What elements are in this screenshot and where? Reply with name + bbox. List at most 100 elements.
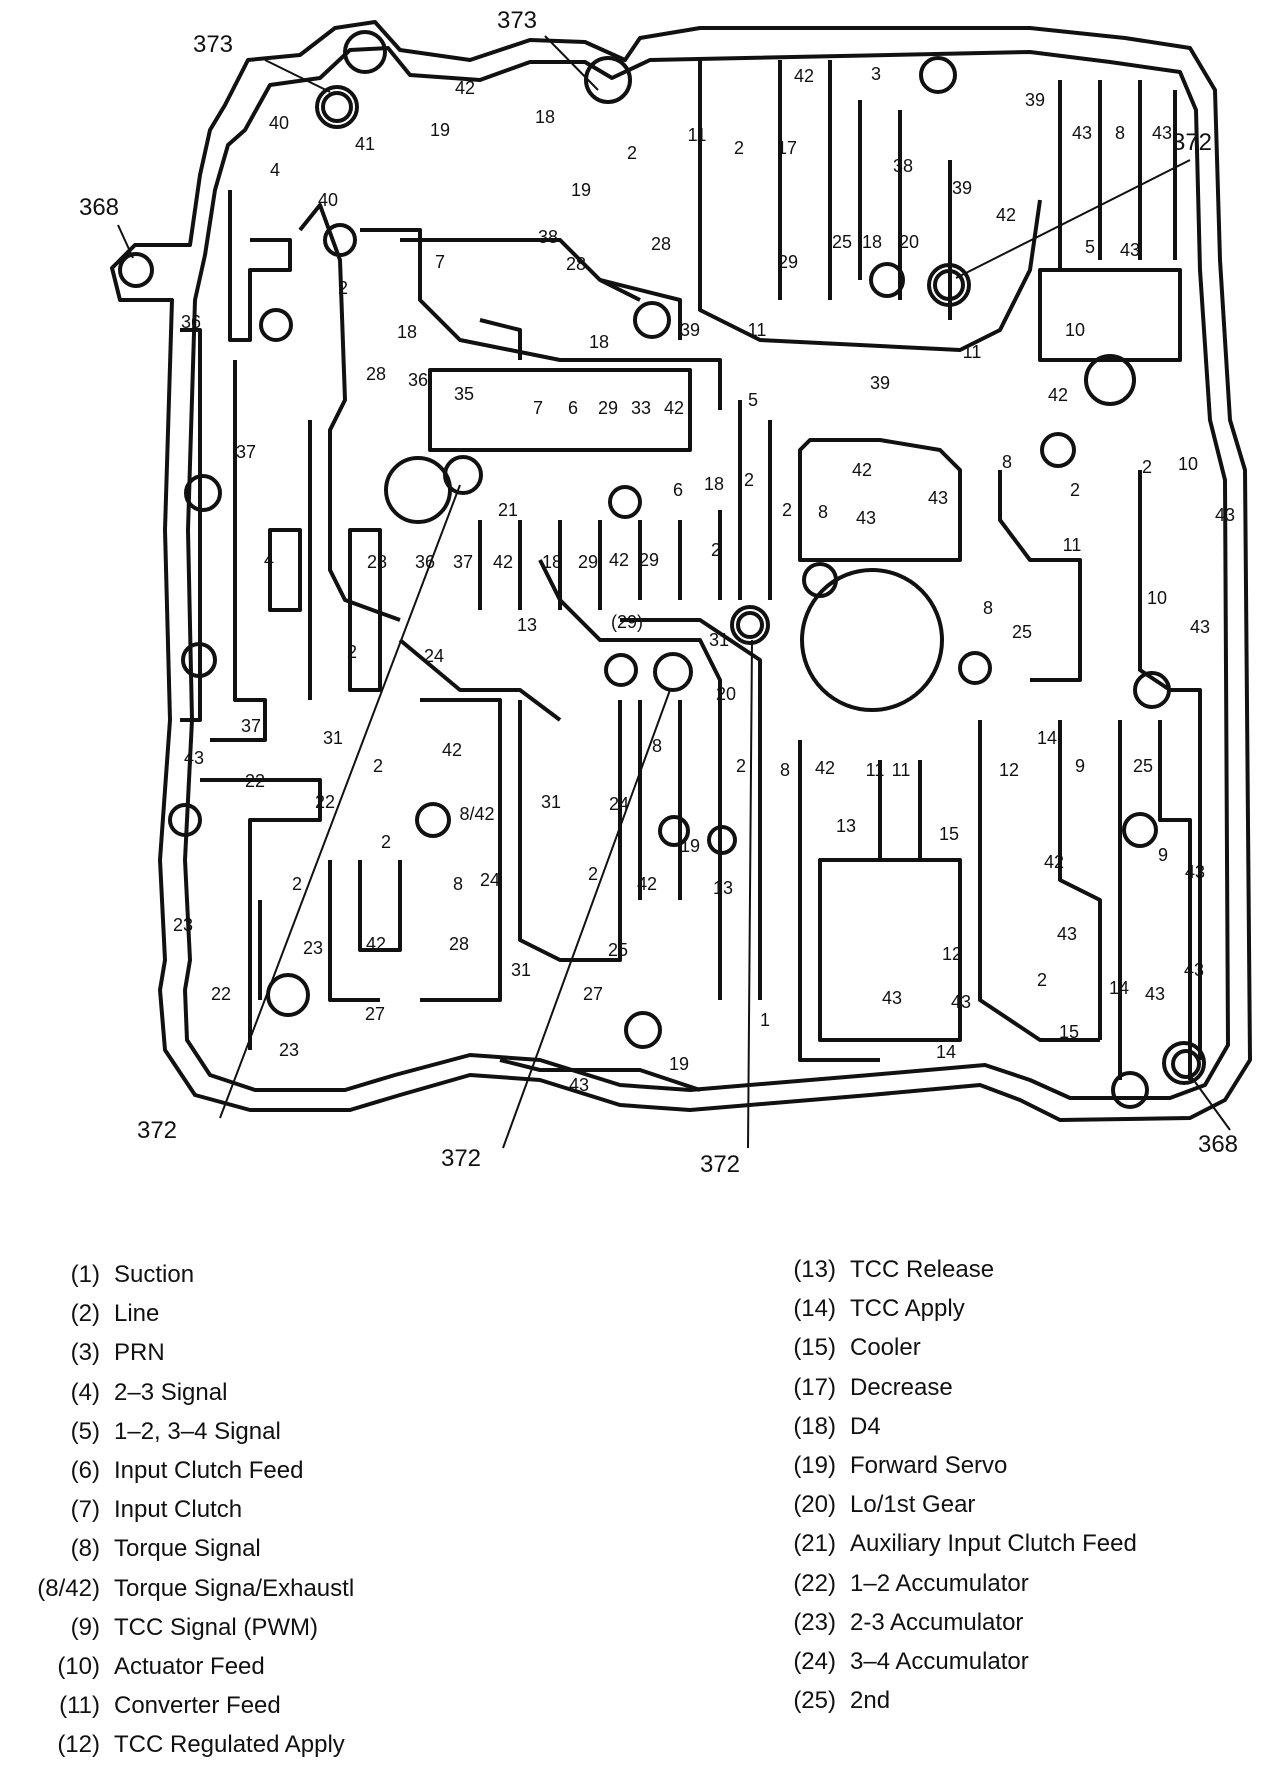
legend-code: (22) bbox=[793, 1569, 836, 1597]
legend-code: (12) bbox=[57, 1731, 100, 1759]
passage-label: 43 bbox=[1185, 862, 1205, 882]
legend-label: Converter Feed bbox=[114, 1692, 281, 1720]
passage-label: 38 bbox=[538, 227, 558, 247]
passage-label: 8/42 bbox=[459, 804, 494, 824]
legend-code: (14) bbox=[793, 1295, 836, 1323]
legend-code: (11) bbox=[59, 1692, 100, 1720]
legend-code: (4) bbox=[70, 1378, 100, 1406]
legend-label: Torque Signa/Exhaustl bbox=[114, 1574, 355, 1602]
bolt-hole bbox=[118, 252, 154, 288]
check-ball-373-inner bbox=[321, 91, 353, 123]
passage-label: 28 bbox=[651, 234, 671, 254]
legend-item: (1)Suction bbox=[0, 1255, 354, 1294]
passage-label: 2 bbox=[711, 540, 721, 560]
passage-label: 13 bbox=[713, 878, 733, 898]
callout-372: 372 bbox=[1172, 129, 1212, 156]
passage-label: 23 bbox=[279, 1040, 299, 1060]
bolt-hole bbox=[958, 651, 992, 685]
bolt-hole bbox=[168, 803, 202, 837]
legend-code: (5) bbox=[70, 1417, 100, 1445]
legend-label: D4 bbox=[850, 1412, 881, 1440]
callout-372: 372 bbox=[441, 1145, 481, 1172]
passage-label: 11 bbox=[688, 125, 707, 145]
check-ball-372 bbox=[653, 652, 693, 692]
passage-label: 41 bbox=[355, 134, 375, 154]
bolt-hole bbox=[584, 56, 632, 104]
passage-label: 4 bbox=[270, 160, 280, 180]
passage-label: (29) bbox=[611, 612, 643, 632]
legend-item: (14)TCC Apply bbox=[760, 1289, 1137, 1328]
legend-label: TCC Regulated Apply bbox=[114, 1731, 345, 1759]
passage-label: 20 bbox=[716, 684, 736, 704]
bolt-hole bbox=[1133, 671, 1171, 709]
passage-label: 42 bbox=[794, 66, 814, 86]
legend-label: 2nd bbox=[850, 1687, 891, 1715]
passage-label: 19 bbox=[430, 120, 450, 140]
passage-label: 25 bbox=[832, 232, 852, 252]
bolt-hole bbox=[869, 262, 905, 298]
passage-label: 2 bbox=[588, 864, 598, 884]
callout-373: 373 bbox=[193, 31, 233, 58]
passage-label: 10 bbox=[1065, 320, 1085, 340]
passage-label: 43 bbox=[1184, 960, 1204, 980]
legend-item: (5)1–2, 3–4 Signal bbox=[0, 1412, 354, 1451]
passage-label: 8 bbox=[983, 598, 993, 618]
passage-label: 39 bbox=[952, 178, 972, 198]
bolt-hole bbox=[658, 815, 690, 847]
passage-label: 12 bbox=[942, 944, 962, 964]
passage-label: 9 bbox=[1158, 845, 1168, 865]
check-ball-372 bbox=[927, 263, 971, 307]
passage-label: 27 bbox=[365, 1004, 385, 1024]
legend-item: (11) Converter Feed bbox=[0, 1686, 354, 1725]
legend-code: (2) bbox=[70, 1300, 100, 1328]
legend-code: (17) bbox=[793, 1373, 836, 1401]
passage-label: 8 bbox=[1002, 452, 1012, 472]
legend-label: Cooler bbox=[850, 1334, 921, 1362]
passage-label: 43 bbox=[569, 1075, 589, 1095]
legend-code: (20) bbox=[793, 1491, 836, 1519]
passage-label: 18 bbox=[397, 322, 417, 342]
passage-label: 39 bbox=[870, 373, 890, 393]
passage-label: 43 bbox=[1120, 240, 1140, 260]
passage-label: 29 bbox=[598, 398, 618, 418]
passage-label: 3 bbox=[871, 64, 881, 84]
callout-368: 368 bbox=[1198, 1131, 1238, 1158]
passage-label: 19 bbox=[680, 836, 700, 856]
legend-code: (13) bbox=[793, 1256, 836, 1283]
passage-label: 33 bbox=[631, 398, 651, 418]
passage-label: 42 bbox=[1048, 385, 1068, 405]
legend-label: Forward Servo bbox=[850, 1452, 1008, 1480]
legend-item: (12) TCC Regulated Apply bbox=[0, 1725, 354, 1764]
passage-label: 7 bbox=[533, 398, 543, 418]
bolt-hole bbox=[184, 474, 222, 512]
passage-label: 2 bbox=[1070, 480, 1080, 500]
passage-label: 2 bbox=[744, 470, 754, 490]
passage-label: 43 bbox=[1152, 123, 1172, 143]
callout-372: 372 bbox=[700, 1151, 740, 1178]
legend-label: Auxiliary Input Clutch Feed bbox=[850, 1530, 1137, 1558]
central-bore bbox=[800, 568, 944, 712]
passage-label: 2 bbox=[338, 278, 348, 298]
passage-label: 36 bbox=[415, 552, 435, 572]
legend-item: (15)Cooler bbox=[760, 1328, 1137, 1367]
passage-label: 14 bbox=[1037, 728, 1057, 748]
legend-right-column: (13)TCC Release(14)TCC Apply(15)Cooler(1… bbox=[760, 1250, 1137, 1720]
callout-373: 373 bbox=[497, 7, 537, 34]
legend-label: Decrease bbox=[850, 1373, 953, 1401]
passage-label: 37 bbox=[453, 552, 473, 572]
passage-label: 22 bbox=[245, 771, 265, 791]
passage-label: 29 bbox=[778, 252, 798, 272]
passage-label: 23 bbox=[303, 938, 323, 958]
passage-label: 42 bbox=[664, 398, 684, 418]
passage-label: 25 bbox=[1012, 622, 1032, 642]
passage-label: 8 bbox=[780, 760, 790, 780]
passage-label: 5 bbox=[748, 390, 758, 410]
legend-code: (18) bbox=[793, 1412, 836, 1440]
callout-368: 368 bbox=[79, 194, 119, 221]
passage-label: 11 bbox=[963, 342, 982, 362]
legend-code: (24) bbox=[793, 1648, 836, 1676]
bolt-hole bbox=[633, 301, 671, 339]
passage-label: 8 bbox=[1115, 123, 1125, 143]
passage-label: 12 bbox=[999, 760, 1019, 780]
